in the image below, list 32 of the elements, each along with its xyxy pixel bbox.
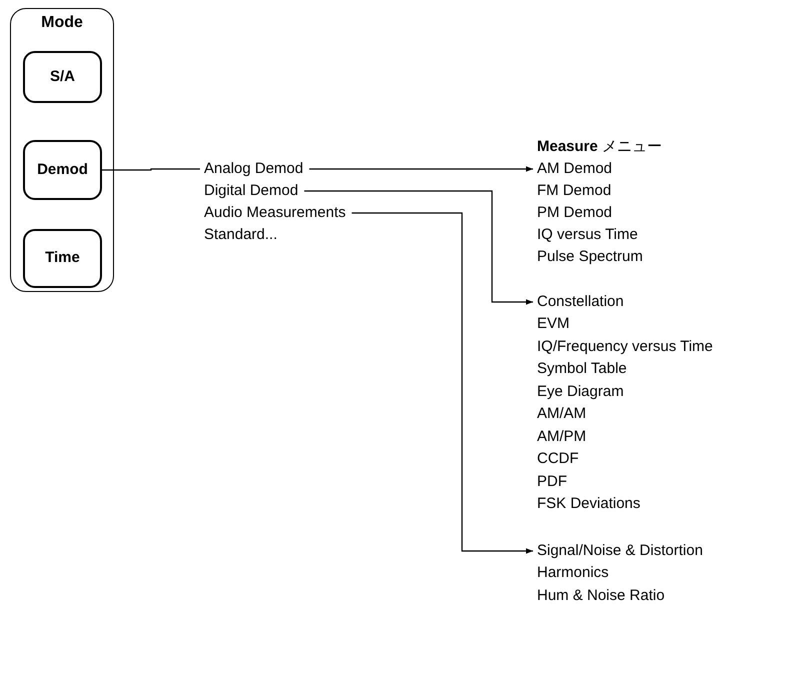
mode-key-panel [10, 8, 114, 292]
menu-item: AM/AM [537, 404, 586, 424]
menu-item: Digital Demod [204, 180, 298, 202]
menu-item: Hum & Noise Ratio [537, 586, 665, 606]
front-panel-key: S/A [23, 51, 102, 103]
menu-item: Constellation [537, 291, 624, 313]
menu-item: Analog Demod [204, 158, 304, 180]
menu-item: IQ versus Time [537, 225, 638, 245]
menu-item: Audio Measurements [204, 202, 346, 224]
menu-item: IQ/Frequency versus Time [537, 337, 713, 357]
menu-item: Eye Diagram [537, 382, 624, 402]
menu-item: Symbol Table [537, 359, 627, 379]
menu-item: FSK Deviations [537, 494, 640, 514]
menu-item: EVM [537, 314, 570, 334]
connector-line [102, 168, 200, 171]
menu-item: CCDF [537, 449, 579, 469]
menu-item: Standard... [204, 225, 278, 245]
connector-arrow [352, 212, 533, 554]
menu-item: Signal/Noise & Distortion [537, 540, 703, 562]
connector-arrow [309, 166, 533, 172]
menu-item: PDF [537, 472, 567, 492]
panel-heading: Mode [41, 13, 83, 33]
menu-item: FM Demod [537, 181, 612, 201]
front-panel-key: Demod [23, 140, 102, 200]
menu-item: PM Demod [537, 203, 612, 223]
menu-item: AM Demod [537, 158, 612, 180]
menu-heading: Measure メニュー [537, 137, 662, 157]
connector-arrow [304, 190, 533, 305]
menu-item: Harmonics [537, 563, 609, 583]
menu-item: Pulse Spectrum [537, 247, 643, 267]
menu-item: AM/PM [537, 427, 586, 447]
front-panel-key: Time [23, 229, 102, 288]
